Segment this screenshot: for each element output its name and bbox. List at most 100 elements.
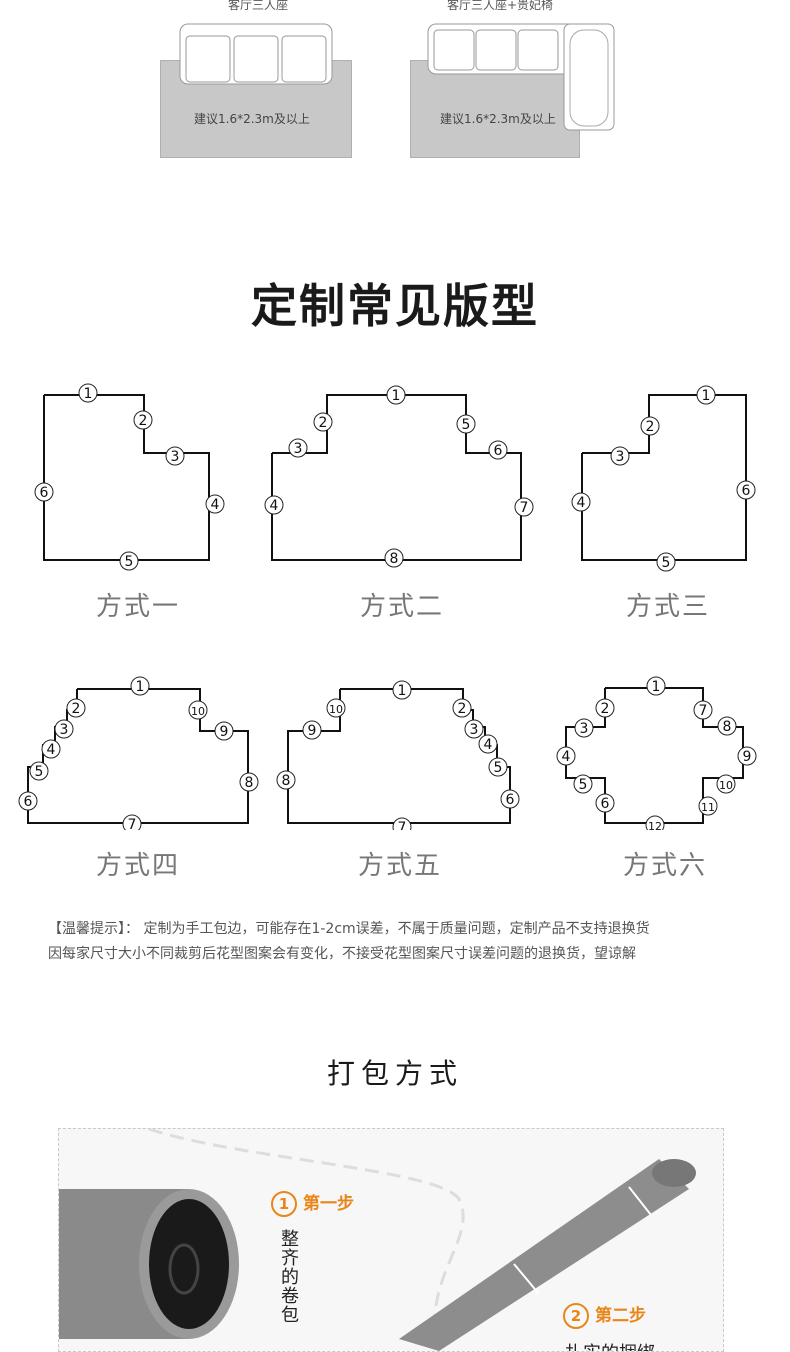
svg-text:1: 1 [84,386,93,402]
svg-text:5: 5 [462,417,471,433]
marker-6-12: 12 [645,815,665,830]
marker-6-8: 8 [717,716,737,736]
shape-diagrams: 1234561234567812345612345678910123456789… [18,383,757,830]
marker-2-4: 4 [264,495,284,515]
marker-6-1: 1 [646,676,666,696]
marker-4-6: 6 [18,791,38,811]
svg-text:7: 7 [699,703,708,719]
marker-5-10: 10 [326,698,346,718]
marker-5-4: 4 [478,734,498,754]
svg-text:4: 4 [270,498,279,514]
step-1-desc: 整齐的卷包 [278,1229,299,1324]
shape-2-outline [271,394,522,561]
sofa-chaise-icon [427,23,615,131]
shape-4-label: 方式四 [95,851,180,881]
svg-text:6: 6 [506,792,515,808]
marker-6-3: 3 [574,718,594,738]
svg-text:6: 6 [742,483,751,499]
shape-6-outline [565,687,744,824]
marker-3-4: 4 [571,492,591,512]
tip-line-2: 因每家尺寸大小不同裁剪后花型图案会有变化，不接受花型图案尺寸误差问题的退换货，望… [48,946,636,962]
svg-text:4: 4 [211,497,220,513]
svg-text:2: 2 [601,701,610,717]
svg-text:1: 1 [652,679,661,695]
marker-6-6: 6 [595,793,615,813]
marker-4-5: 5 [29,761,49,781]
sofa-right-caption: 客厅三人座+贵妃椅 [446,0,554,12]
svg-text:4: 4 [577,495,586,511]
svg-text:10: 10 [191,705,205,718]
marker-2-3: 3 [288,438,308,458]
marker-6-4: 4 [556,746,576,766]
svg-text:3: 3 [294,441,303,457]
rug-left-suggest: 建议1.6*2.3m及以上 [194,112,310,126]
step-2-desc: 扎实的捆绑 [565,1339,655,1351]
svg-text:6: 6 [494,443,503,459]
marker-1-4: 4 [205,494,225,514]
marker-3-2: 2 [640,416,660,436]
marker-6-10: 10 [716,774,736,794]
svg-text:3: 3 [616,449,625,465]
marker-4-9: 9 [214,721,234,741]
svg-text:5: 5 [35,764,44,780]
packing-title: 打包方式 [326,1057,463,1090]
svg-text:6: 6 [601,796,610,812]
marker-6-2: 2 [595,698,615,718]
svg-text:2: 2 [319,415,328,431]
svg-text:2: 2 [139,413,148,429]
shape-5-outline [287,688,511,824]
svg-text:1: 1 [392,388,401,404]
marker-2-5: 5 [456,414,476,434]
svg-text:8: 8 [282,773,291,789]
marker-2-7: 7 [514,497,534,517]
marker-1-3: 3 [165,446,185,466]
step-1-number: 1 [271,1191,297,1217]
svg-text:3: 3 [580,721,589,737]
tip-line-1: 【温馨提示】： 定制为手工包边，可能存在1-2cm误差，不属于质量问题，定制产品… [48,921,650,937]
marker-6-9: 9 [737,746,757,766]
svg-text:6: 6 [40,485,49,501]
marker-3-5: 5 [656,552,676,572]
svg-text:5: 5 [494,760,503,776]
svg-text:7: 7 [128,817,137,830]
marker-3-3: 3 [610,446,630,466]
svg-text:2: 2 [646,419,655,435]
sofa-three-seat-icon [179,23,333,85]
shape-3-label: 方式三 [625,592,710,622]
svg-text:9: 9 [743,749,752,765]
rug-right-suggest: 建议1.6*2.3m及以上 [440,112,556,126]
svg-text:5: 5 [579,777,588,793]
svg-text:3: 3 [171,449,180,465]
shape-4-outline [27,688,249,824]
marker-2-8: 8 [384,548,404,568]
marker-1-6: 6 [34,482,54,502]
marker-1-5: 5 [119,551,139,571]
marker-5-3: 3 [464,719,484,739]
tied-rug-image [399,1159,696,1351]
marker-4-2: 2 [66,698,86,718]
marker-2-1: 1 [386,385,406,405]
svg-text:2: 2 [458,701,467,717]
marker-5-7: 7 [392,817,412,830]
marker-6-7: 7 [693,700,713,720]
step-2-text: 第二步 [595,1306,646,1326]
svg-text:11: 11 [701,801,715,814]
marker-4-10: 10 [188,700,208,720]
svg-text:4: 4 [47,742,56,758]
marker-5-2: 2 [452,698,472,718]
svg-text:7: 7 [520,500,529,516]
svg-text:12: 12 [648,820,662,830]
marker-5-9: 9 [302,720,322,740]
marker-4-3: 3 [54,719,74,739]
marker-3-6: 6 [736,480,756,500]
marker-6-5: 5 [573,774,593,794]
svg-text:4: 4 [484,737,493,753]
svg-text:5: 5 [125,554,134,570]
svg-text:1: 1 [702,388,711,404]
svg-text:1: 1 [398,683,407,699]
svg-text:9: 9 [308,723,317,739]
shape-1-outline [43,394,210,561]
section-title: 定制常见版型 [251,279,539,333]
